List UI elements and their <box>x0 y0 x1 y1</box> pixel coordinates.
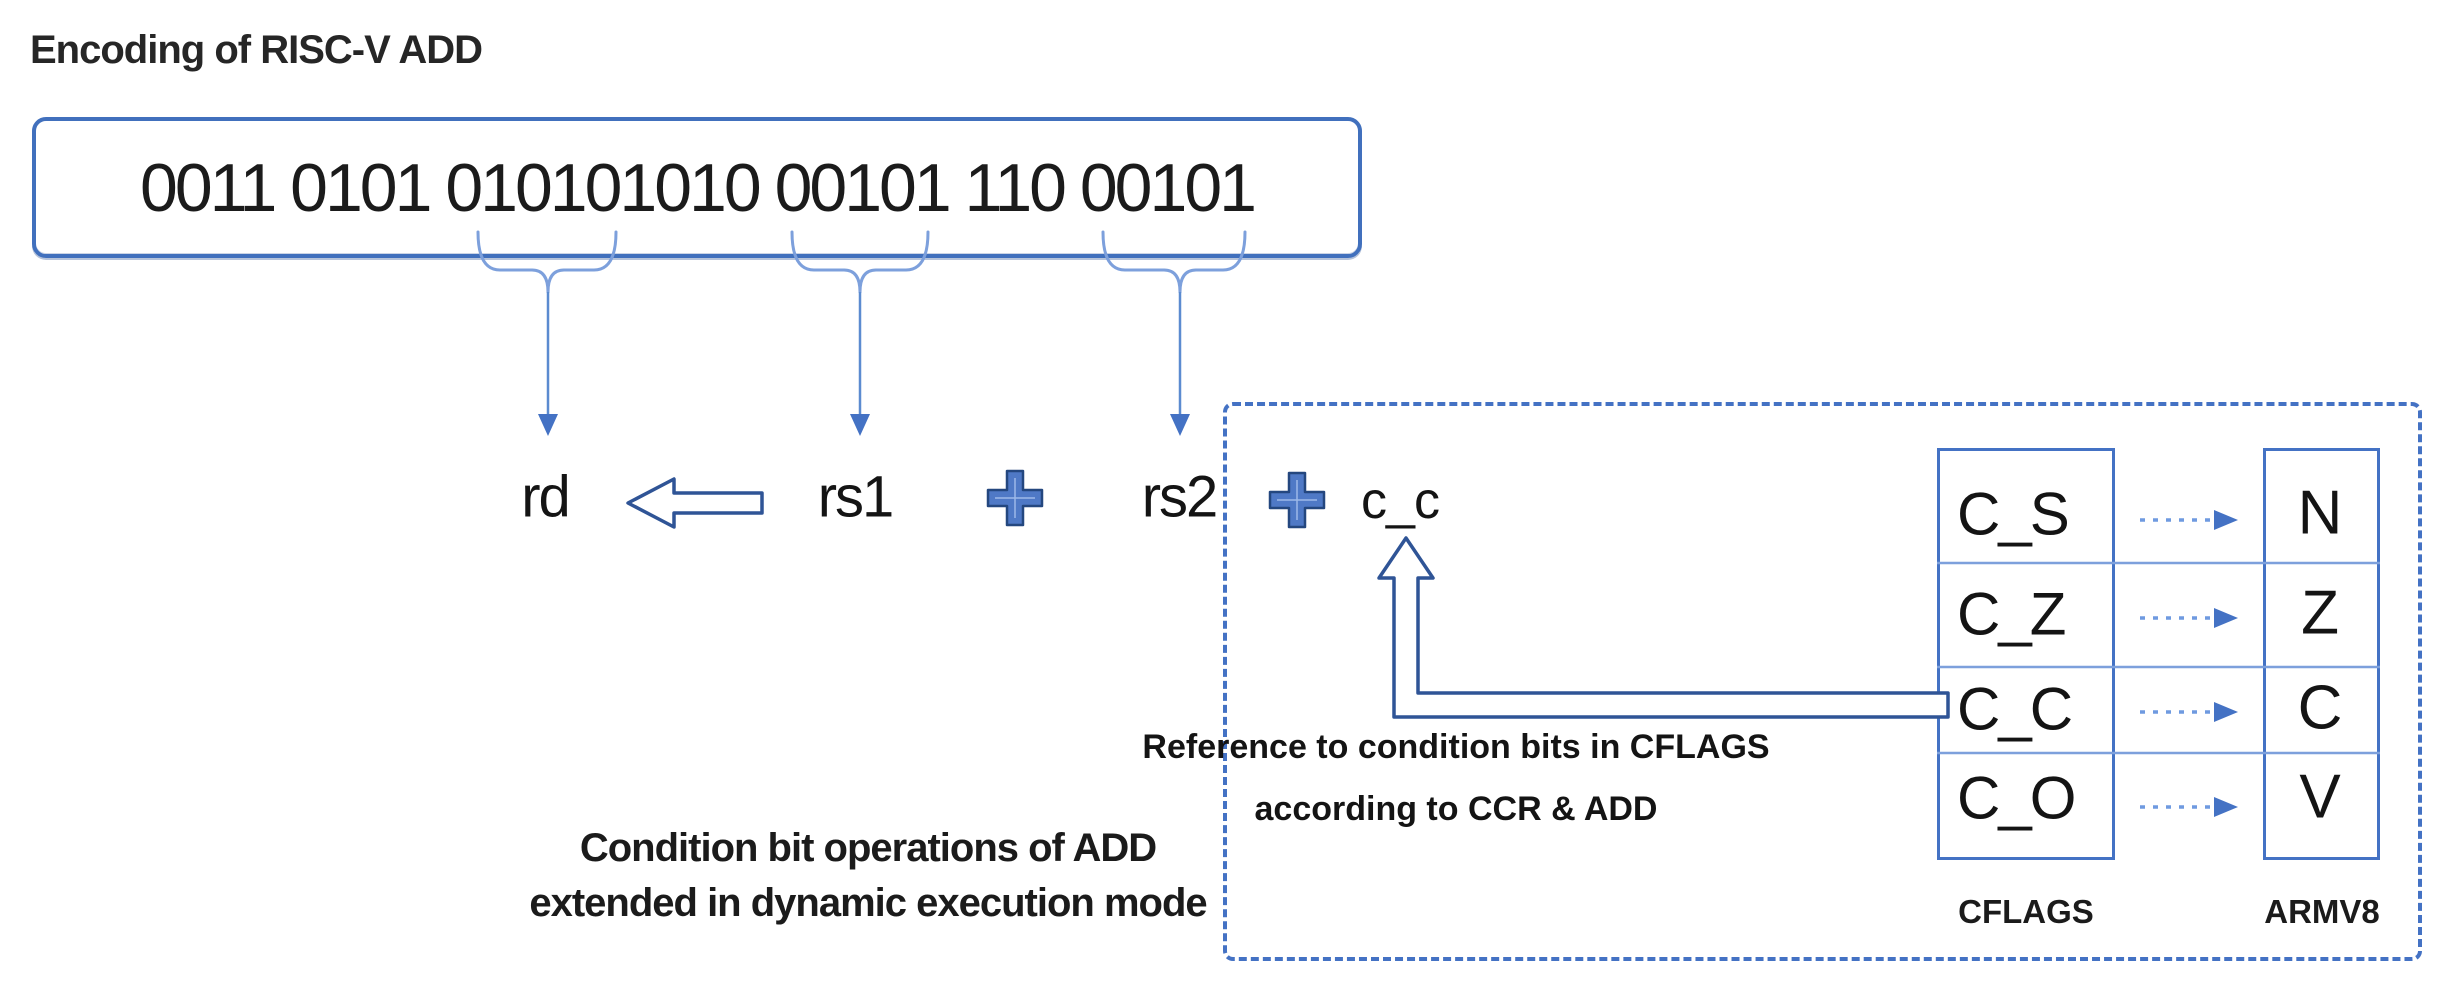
armv8-flag-c: C <box>2297 673 2343 743</box>
armv8-flag-z: Z <box>2301 578 2339 648</box>
cflags-row-cz: C_Z <box>1957 580 2066 648</box>
left-double-arrow-icon <box>626 477 764 529</box>
down-arrowhead-rs1-icon <box>850 414 870 436</box>
reference-annotation-line2: according to CCR & ADD <box>1254 790 1658 828</box>
cc-operand-label: c_c <box>1361 472 1440 530</box>
diagram-caption-line2: extended in dynamic execution mode <box>529 881 1207 925</box>
binary-encoding-box: 0011 0101 010101010 00101 110 00101 <box>32 117 1362 258</box>
binary-bits-text: 0011 0101 010101010 00101 110 00101 <box>140 149 1257 226</box>
armv8-flag-v: V <box>2299 762 2341 832</box>
down-arrowhead-rd-icon <box>538 414 558 436</box>
armv8-caption: ARMV8 <box>2264 893 2380 930</box>
reference-annotation-line1: Reference to condition bits in CFLAGS <box>1142 728 1770 766</box>
down-arrowhead-rs2-icon <box>1170 414 1190 436</box>
cflags-caption: CFLAGS <box>1958 893 2094 930</box>
cflags-row-co: C_O <box>1957 764 2076 832</box>
armv8-box <box>2263 448 2380 860</box>
armv8-flag-n: N <box>2297 478 2343 548</box>
diagram-caption-line1: Condition bit operations of ADD <box>579 826 1157 870</box>
operand-rd-label: rd <box>521 464 571 530</box>
operand-rs2-label: rs2 <box>1141 464 1219 530</box>
dynamic-extension-dashed-box <box>1223 402 2422 961</box>
operand-rs1-label: rs1 <box>817 464 895 530</box>
cflags-row-cs: C_S <box>1957 480 2070 548</box>
cflags-row-cc: C_C <box>1957 675 2073 743</box>
plus-icon-1 <box>986 469 1044 527</box>
field-arrows <box>538 292 1190 436</box>
diagram-title: Encoding of RISC-V ADD <box>30 28 483 72</box>
